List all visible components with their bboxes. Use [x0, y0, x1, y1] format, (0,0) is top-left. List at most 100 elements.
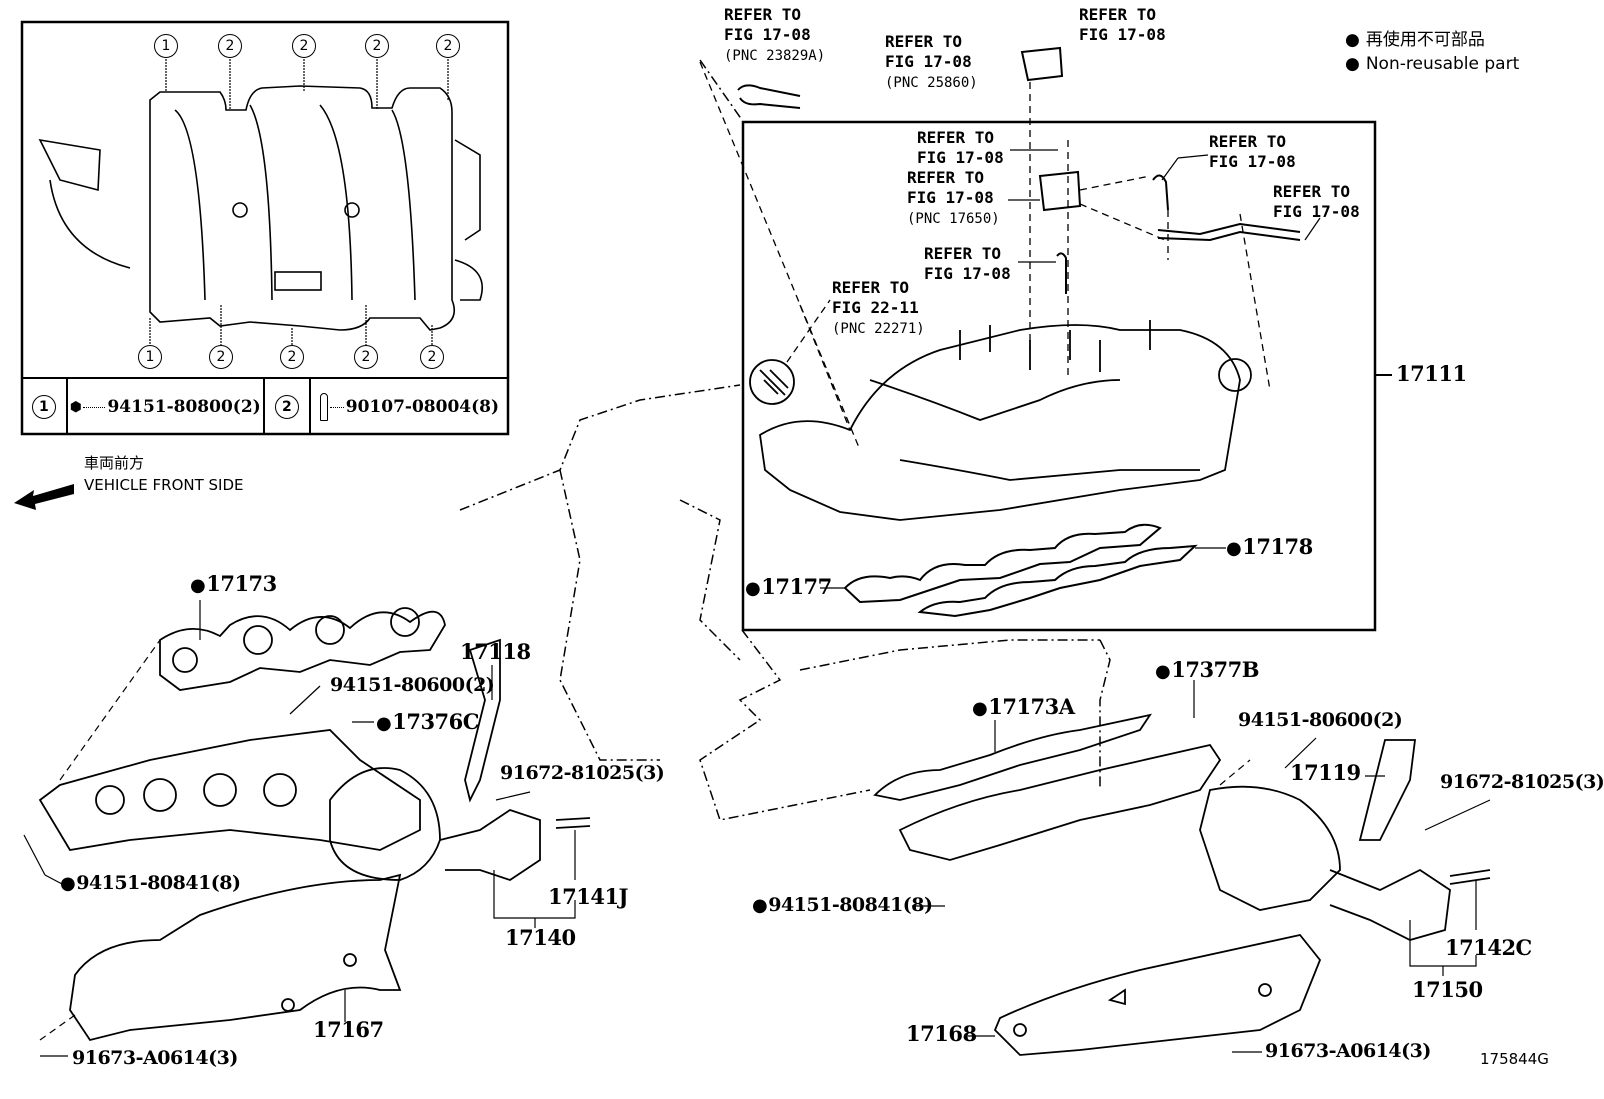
fastener-table-callout-cell: 1: [22, 379, 68, 435]
ref-line1: REFER TO: [1209, 132, 1287, 151]
reference-note[interactable]: REFER TO FIG 17-08: [924, 244, 1011, 284]
part-label-17119[interactable]: 17119: [1290, 760, 1361, 785]
ref-pnc: (PNC 22271): [832, 321, 925, 337]
vacuum-hoses-drawing: [737, 46, 1301, 294]
part-label-91673-A0614-left[interactable]: 91673-A0614(3): [72, 1047, 238, 1069]
part-label-91672-81025-right[interactable]: 91672-81025(3): [1440, 771, 1604, 793]
fastener-table: 1 ⬢ 94151-80800(2) 2 90107-08004(8): [22, 377, 508, 435]
legend-non-reusable-en: Non-reusable part: [1345, 52, 1519, 76]
ref-line2: FIG 17-08: [924, 264, 1011, 283]
inset-frame: [20, 20, 510, 436]
right-heat-shield-drawing: [993, 934, 1322, 1056]
inset-callout: 2: [280, 345, 304, 369]
inset-callout: 2: [209, 345, 233, 369]
part-label-94151-80600-right[interactable]: 94151-80600(2): [1238, 709, 1403, 731]
left-heat-shield-drawing: [69, 873, 402, 1042]
part-label-17140[interactable]: 17140: [505, 925, 576, 950]
nut-icon: ⬢: [70, 399, 82, 415]
intake-manifold-drawing: [749, 320, 1252, 521]
reference-note[interactable]: REFER TO FIG 22-11 (PNC 22271): [832, 278, 925, 339]
right-leaders: [912, 680, 1491, 1053]
part-label-17377B[interactable]: 17377B: [1155, 659, 1259, 682]
reference-note[interactable]: REFER TO FIG 17-08 (PNC 17650): [907, 168, 1000, 229]
ref-line2: FIG 17-08: [907, 188, 994, 207]
fastener-table-part-cell: 90107-08004(8): [311, 379, 508, 435]
right-exhaust-gasket-drawing: [873, 713, 1152, 801]
part-number: 94151-80800(2): [107, 397, 261, 417]
reference-note[interactable]: REFER TO FIG 17-08 (PNC 25860): [885, 32, 978, 93]
vehicle-front-jp: 車両前方: [84, 454, 145, 472]
ref-line2: FIG 17-08: [1209, 152, 1296, 171]
ref-line1: REFER TO: [724, 5, 802, 24]
part-label-17167[interactable]: 17167: [313, 1017, 384, 1042]
part-label-17173[interactable]: 17173: [190, 573, 277, 596]
part-label-17150[interactable]: 17150: [1412, 977, 1483, 1002]
reference-note[interactable]: REFER TO FIG 17-08: [1273, 182, 1360, 222]
reference-note[interactable]: REFER TO FIG 17-08 (PNC 23829A): [724, 5, 825, 66]
ref-line1: REFER TO: [907, 168, 985, 187]
bolt-leader: [329, 406, 344, 408]
reference-note[interactable]: REFER TO FIG 17-08: [917, 128, 1004, 168]
part-label-17118[interactable]: 17118: [460, 639, 531, 664]
ref-line1: REFER TO: [1079, 5, 1157, 24]
part-label-17376C[interactable]: 17376C: [376, 711, 479, 734]
table-callout: 1: [31, 395, 56, 419]
inset-callout: 1: [138, 345, 162, 369]
part-label-17173A[interactable]: 17173A: [972, 696, 1075, 719]
inset-intake-manifold-drawing: [38, 85, 483, 331]
ref-line2: FIG 17-08: [1273, 202, 1360, 221]
part-label-91673-A0614-right[interactable]: 91673-A0614(3): [1265, 1040, 1431, 1062]
ref-line2: FIG 17-08: [917, 148, 1004, 167]
reference-note[interactable]: REFER TO FIG 17-08: [1079, 5, 1166, 45]
fastener-table-callout-cell: 2: [265, 379, 311, 435]
ref-line1: REFER TO: [924, 244, 1002, 263]
inset-leaders: [149, 56, 449, 345]
ref-pnc: (PNC 25860): [885, 75, 978, 91]
front-arrow-icon: [14, 484, 74, 510]
left-leaders: [23, 600, 576, 1057]
inset-callout: 2: [292, 34, 316, 58]
ref-pnc: (PNC 23829A): [724, 48, 826, 64]
reference-note[interactable]: REFER TO FIG 17-08: [1209, 132, 1296, 172]
part-label-94151-80600-left[interactable]: 94151-80600(2): [330, 674, 495, 696]
part-label-94151-80841-left[interactable]: 94151-80841(8): [60, 873, 241, 894]
inset-callout: 2: [354, 345, 378, 369]
inset-callout: 1: [154, 34, 178, 58]
ref-line2: FIG 17-08: [724, 25, 811, 44]
nut-leader: [83, 406, 106, 408]
left-exhaust-gasket-drawing: [159, 607, 446, 691]
part-label-17142C[interactable]: 17142C: [1445, 935, 1532, 960]
inset-callout: 2: [218, 34, 242, 58]
figure-id: 175844G: [1480, 1050, 1549, 1068]
bolt-icon: [319, 393, 328, 421]
ref-line2: FIG 17-08: [885, 52, 972, 71]
vehicle-front-en: VEHICLE FRONT SIDE: [84, 476, 244, 494]
inset-callout: 2: [365, 34, 389, 58]
ref-line2: FIG 17-08: [1079, 25, 1166, 44]
ref-pnc: (PNC 17650): [907, 211, 1000, 227]
ref-line1: REFER TO: [917, 128, 995, 147]
part-label-17177[interactable]: 17177: [745, 576, 832, 599]
engine-block-outline: [459, 59, 1111, 821]
box-leaders: [820, 149, 1321, 589]
ref-line1: REFER TO: [885, 32, 963, 51]
fastener-table-part-cell: ⬢ 94151-80800(2): [68, 379, 265, 435]
left-exhaust-manifold-drawing: [38, 638, 591, 881]
part-label-17111[interactable]: 17111: [1396, 361, 1467, 386]
legend-non-reusable-jp: 再使用不可部品: [1345, 28, 1519, 52]
ref-line2: FIG 22-11: [832, 298, 919, 317]
inset-callout: 2: [436, 34, 460, 58]
legend: 再使用不可部品 Non-reusable part: [1345, 28, 1519, 76]
table-callout: 2: [274, 395, 299, 419]
part-label-17168[interactable]: 17168: [906, 1021, 977, 1046]
part-label-94151-80841-right[interactable]: 94151-80841(8): [752, 895, 933, 916]
ref-line1: REFER TO: [832, 278, 910, 297]
part-label-17141J[interactable]: 17141J: [548, 884, 629, 909]
part-label-91672-81025-left[interactable]: 91672-81025(3): [500, 762, 665, 784]
ref-line1: REFER TO: [1273, 182, 1351, 201]
intake-gaskets-drawing: [843, 523, 1198, 618]
inset-callout: 2: [420, 345, 444, 369]
part-number: 90107-08004(8): [345, 397, 500, 417]
part-label-17178[interactable]: 17178: [1226, 536, 1313, 559]
